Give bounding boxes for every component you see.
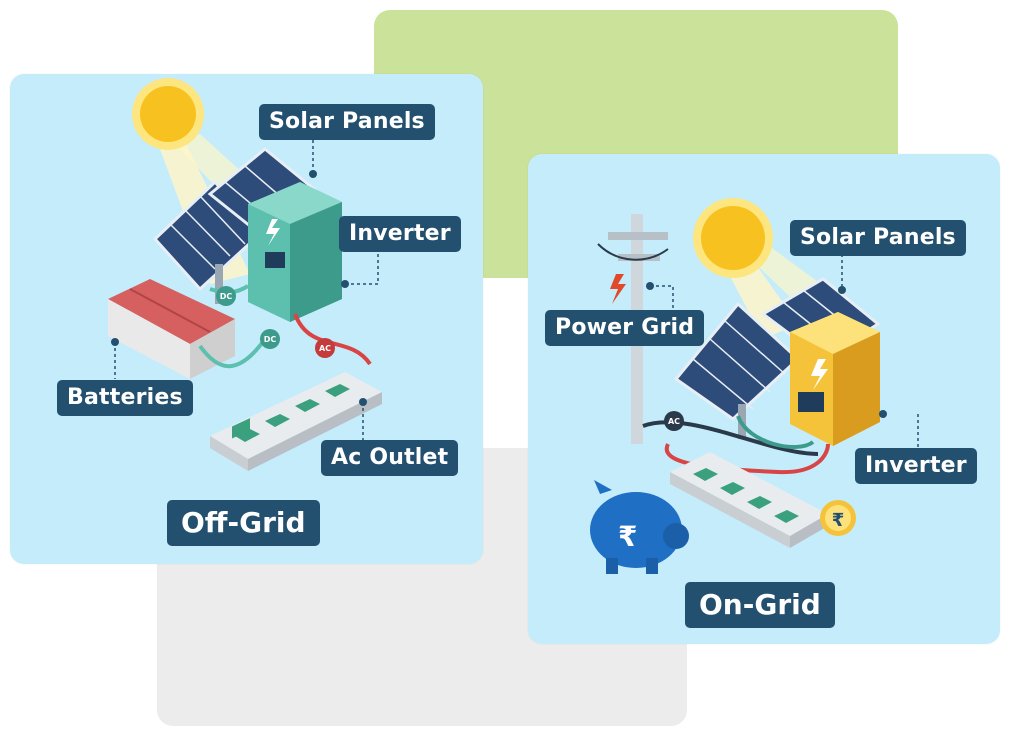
leader-dot [341, 280, 349, 288]
on-grid-panel: AC ₹ ₹ [528, 154, 1000, 644]
leader-dot [359, 398, 367, 406]
leader-dot [309, 170, 317, 178]
dc-cable [198, 337, 267, 369]
label-batteries: Batteries [57, 380, 193, 416]
label-power-grid: Power Grid [545, 310, 705, 346]
label-solar-panels: Solar Panels [790, 220, 966, 256]
leader-lines [650, 254, 919, 461]
off-grid-illustration: DC DC AC [108, 78, 382, 471]
leader-dot [111, 338, 119, 346]
ac-outlet-icon [210, 372, 382, 471]
svg-text:AC: AC [319, 344, 331, 353]
leader-dot [879, 410, 887, 418]
on-grid-illustration: AC ₹ ₹ [590, 198, 919, 574]
label-ac-outlet: Ac Outlet [321, 440, 459, 476]
rupee-icon: ₹ [832, 510, 845, 531]
off-grid-panel: DC DC AC [10, 74, 483, 564]
svg-text:DC: DC [264, 335, 277, 344]
piggy-bank-icon: ₹ [590, 480, 689, 574]
sun-icon [693, 198, 773, 278]
off-grid-title: Off-Grid [167, 500, 320, 546]
ac-cable [293, 313, 372, 366]
sun-icon [132, 78, 204, 150]
label-inverter: Inverter [855, 448, 977, 484]
inverter-icon [248, 182, 342, 322]
svg-text:AC: AC [668, 417, 680, 426]
ac-tag: AC [664, 411, 684, 431]
ac-outlet-icon [670, 452, 828, 548]
coin-icon: ₹ [820, 500, 856, 536]
dc-tag-2: DC [260, 329, 280, 349]
dc-tag-1: DC [216, 286, 236, 306]
grid-cable [642, 420, 819, 456]
dc-cable [736, 415, 815, 449]
on-grid-title: On-Grid [685, 582, 835, 628]
inverter-icon [790, 312, 880, 446]
label-inverter: Inverter [339, 216, 461, 252]
leader-lines [114, 134, 379, 444]
batteries-icon [108, 279, 235, 379]
ac-tag: AC [315, 338, 335, 358]
ac-cable [664, 443, 830, 475]
svg-text:DC: DC [220, 292, 233, 301]
leader-dot [646, 282, 654, 290]
rupee-icon: ₹ [618, 520, 637, 553]
label-solar-panels: Solar Panels [259, 104, 435, 140]
leader-dot [838, 286, 846, 294]
